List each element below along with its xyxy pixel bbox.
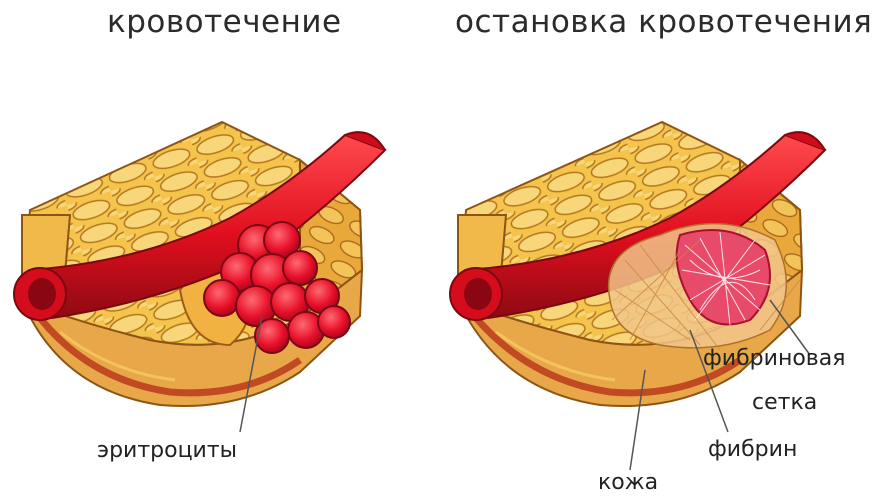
label-erythrocytes: эритроциты xyxy=(97,438,237,463)
label-fibrin-net-2: сетка xyxy=(752,390,817,415)
label-fibrin-net: фибриновая xyxy=(703,346,845,371)
label-skin: кожа xyxy=(598,470,658,495)
label-fibrin: фибрин xyxy=(708,437,797,462)
